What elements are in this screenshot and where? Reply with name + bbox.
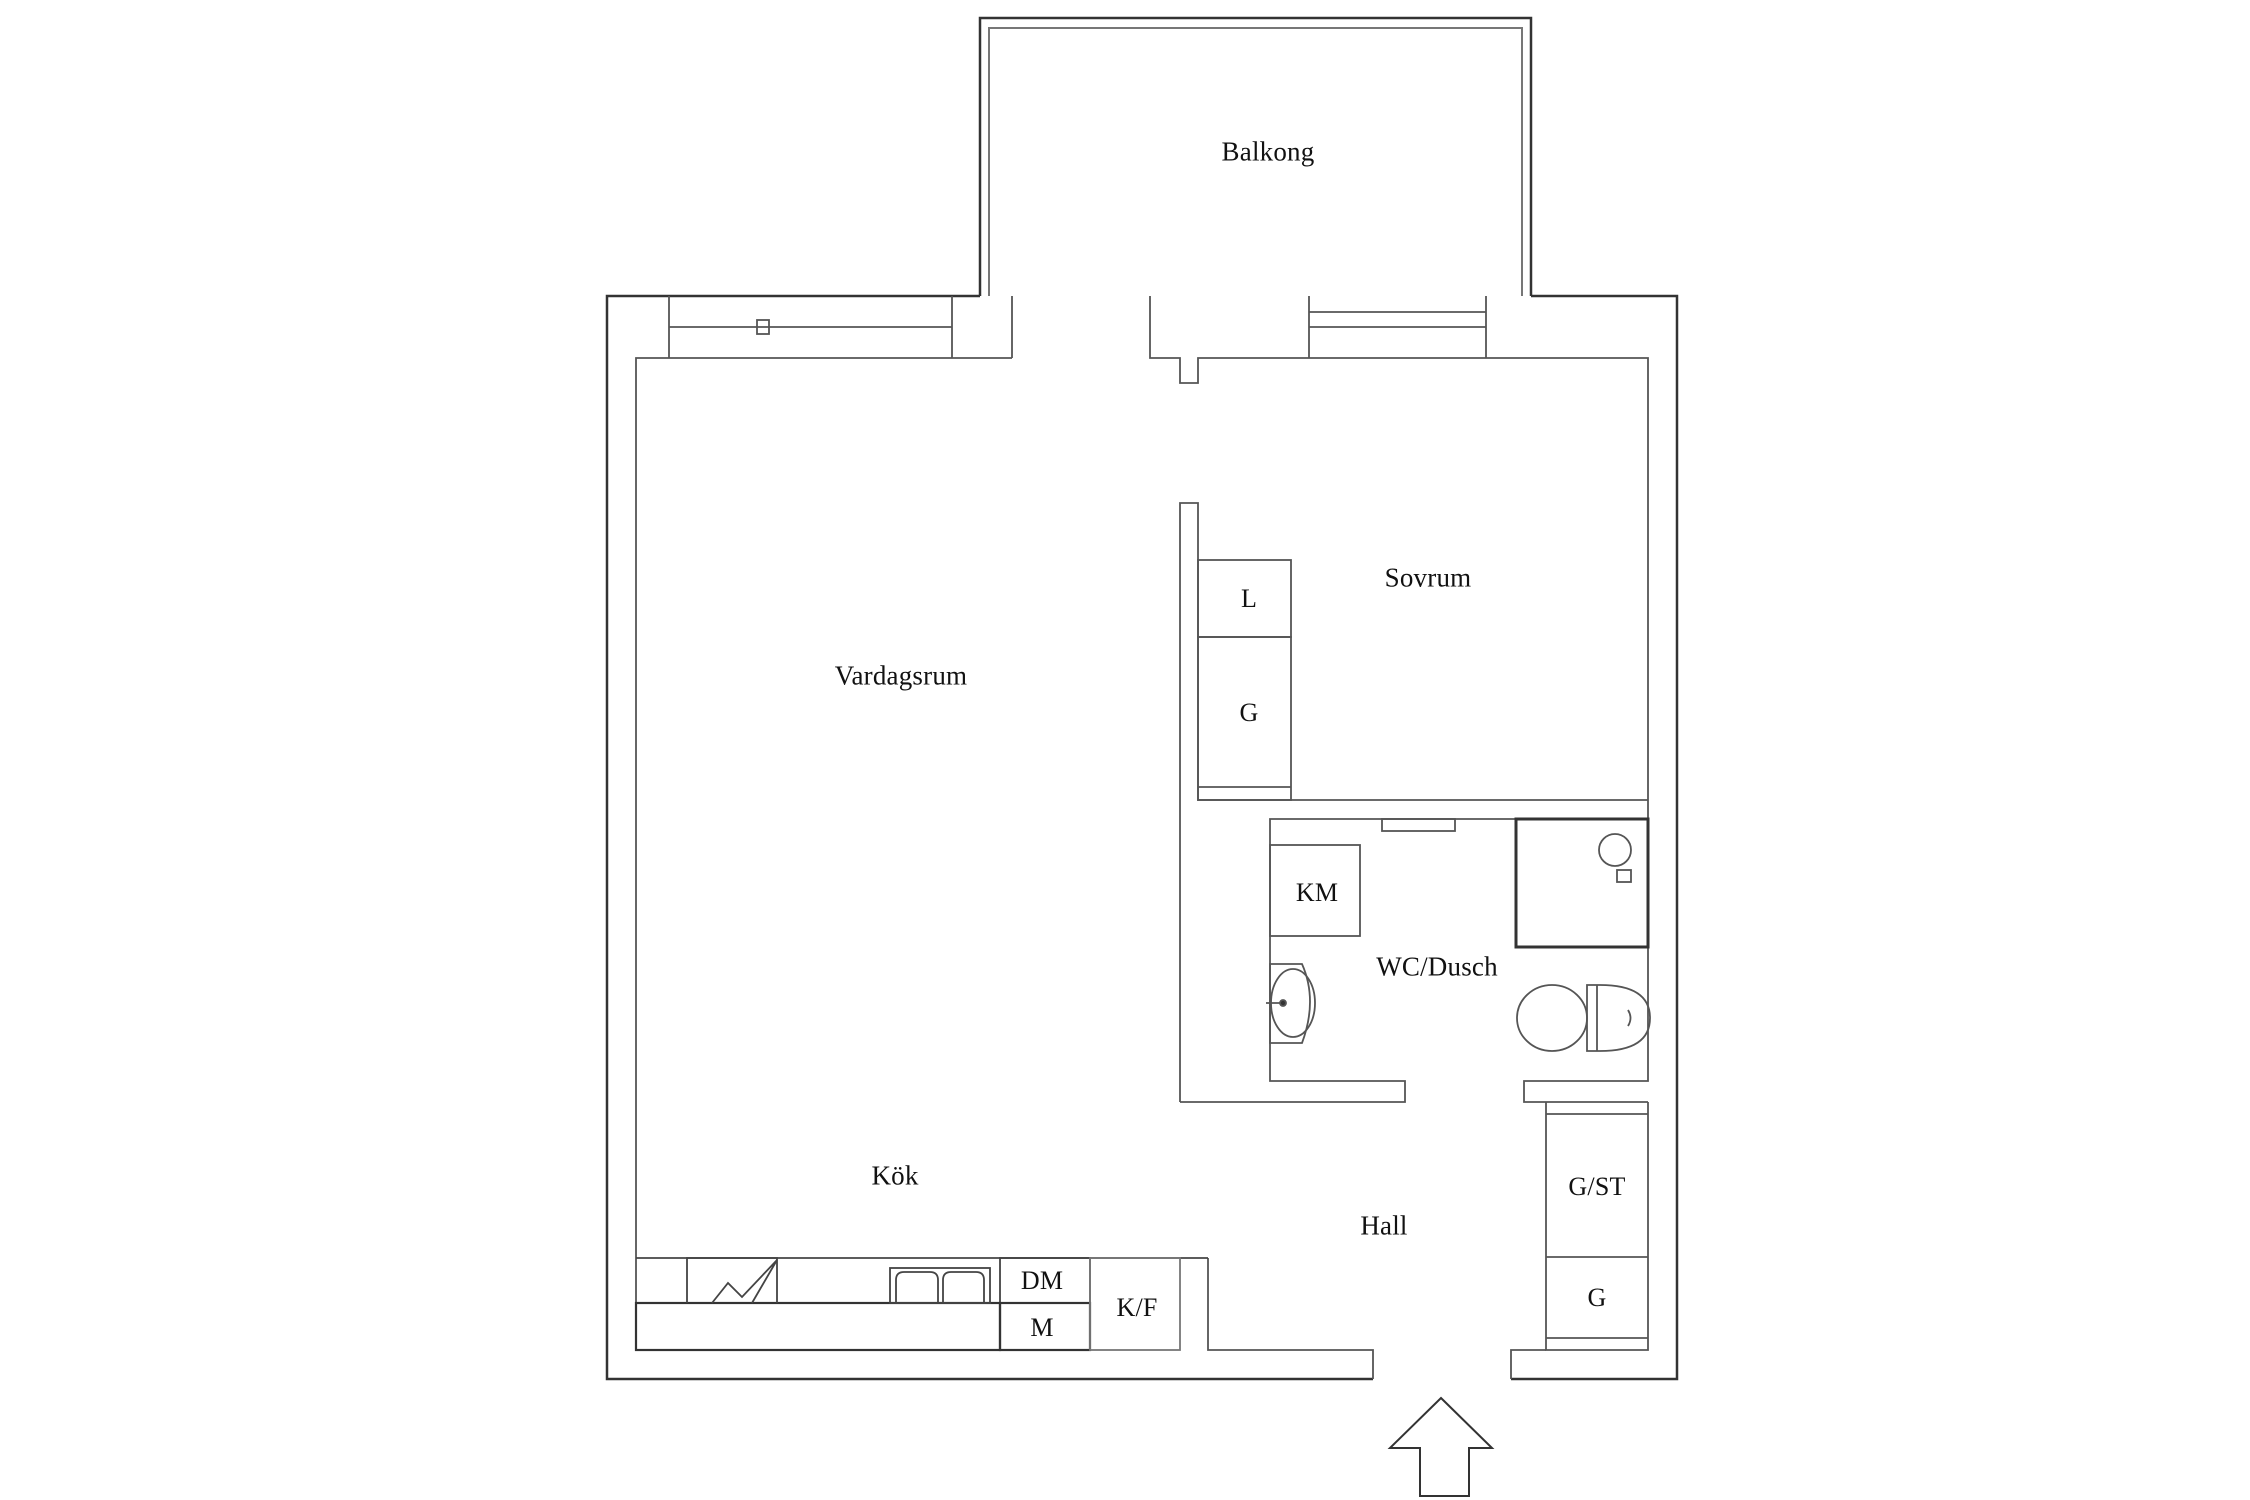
room-label-sovrum: Sovrum: [1384, 562, 1472, 593]
bedroom-wardrobe: [1197, 636, 1292, 801]
outer-wall: [605, 294, 1679, 1381]
fixture-label-m: M: [1030, 1313, 1054, 1342]
room-label-hall: Hall: [1360, 1210, 1408, 1241]
shower-icon: [1514, 817, 1650, 949]
room-label-balkong: Balkong: [1221, 136, 1315, 167]
fixture-label-dm: DM: [1020, 1266, 1064, 1295]
fixture-label-g-hall: G: [1587, 1283, 1607, 1312]
sink-icon: [1266, 963, 1316, 1044]
kitchen-sink-icon: [889, 1267, 991, 1304]
fixture-label-g-bedroom: G: [1239, 698, 1259, 727]
hall-wardrobes: [1207, 1102, 1649, 1379]
inner-wall: [635, 296, 1649, 1350]
stove-icon: [686, 1257, 778, 1304]
fixture-label-l: L: [1240, 584, 1258, 613]
toilet-icon: [1516, 984, 1651, 1052]
window-handle-icon: [756, 319, 770, 335]
balcony: [978, 16, 1533, 296]
room-label-vardagsrum: Vardagsrum: [834, 660, 968, 691]
fixture-label-kf: K/F: [1116, 1293, 1158, 1322]
entrance-arrow-icon: [1387, 1396, 1495, 1497]
room-label-kok: Kök: [871, 1160, 919, 1191]
bathroom: [1180, 800, 1651, 1103]
fixture-label-km: KM: [1295, 878, 1339, 907]
washing-machine: [1269, 844, 1361, 937]
kitchen: [634, 1257, 1208, 1352]
fixture-label-gst: G/ST: [1568, 1172, 1626, 1201]
room-label-wc-dusch: WC/Dusch: [1376, 951, 1498, 982]
bedroom-partition: [1179, 502, 1648, 1102]
